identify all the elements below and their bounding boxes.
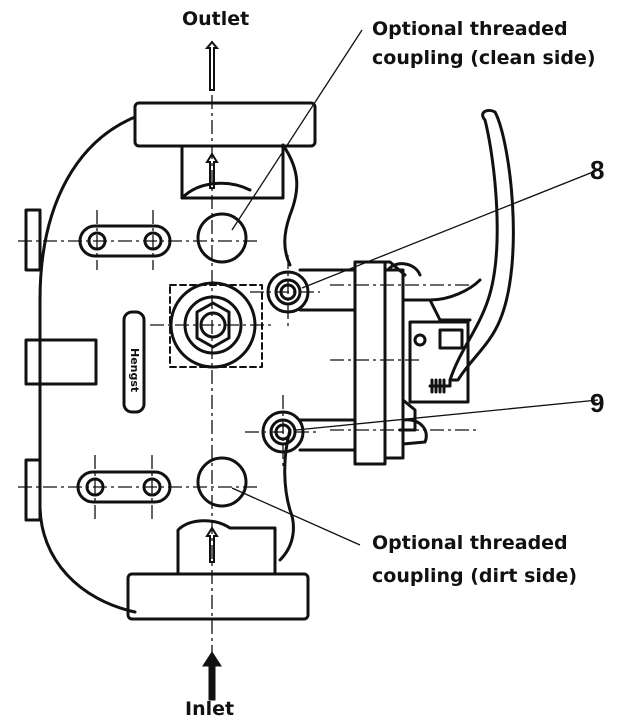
brand-tag bbox=[122, 310, 146, 414]
clean-side-label-line2: coupling (clean side) bbox=[372, 47, 596, 69]
hex-nut bbox=[195, 301, 231, 349]
outlet-label: Outlet bbox=[182, 8, 250, 30]
clean-side-label-line1: Optional threaded bbox=[372, 18, 568, 40]
inlet-label: Inlet bbox=[185, 698, 235, 720]
bottom-neck bbox=[176, 519, 277, 576]
leader-clean bbox=[231, 29, 363, 231]
bottom-flange bbox=[126, 572, 310, 621]
leader-9 bbox=[295, 399, 599, 431]
housing-right-edge bbox=[281, 143, 299, 267]
leader-8 bbox=[301, 169, 599, 289]
inner-arrow-up-top bbox=[205, 152, 219, 189]
housing-right-edge-lower bbox=[278, 428, 295, 562]
outlet-arrow bbox=[204, 40, 220, 91]
left-boss-upper bbox=[24, 208, 42, 272]
leader-dirt bbox=[231, 487, 361, 546]
left-boss-lower bbox=[24, 458, 42, 522]
lever-plate bbox=[353, 260, 387, 466]
clean-coupling-circle bbox=[196, 212, 248, 264]
latch-block bbox=[408, 320, 470, 404]
inlet-arrow bbox=[202, 651, 222, 701]
dirt-side-label-line1: Optional threaded bbox=[372, 532, 568, 554]
callout-9: 9 bbox=[590, 388, 605, 418]
lever-handle bbox=[448, 108, 515, 382]
callout-8: 8 bbox=[590, 155, 605, 185]
dirt-side-label-line2: coupling (dirt side) bbox=[372, 565, 578, 587]
top-neck bbox=[180, 144, 285, 200]
housing-body bbox=[38, 115, 137, 614]
brand-logo: Hengst bbox=[128, 348, 141, 393]
left-tab bbox=[24, 338, 98, 386]
top-flange bbox=[133, 101, 317, 148]
dirt-coupling-circle bbox=[196, 456, 248, 508]
inner-arrow-up-bottom bbox=[205, 526, 219, 563]
